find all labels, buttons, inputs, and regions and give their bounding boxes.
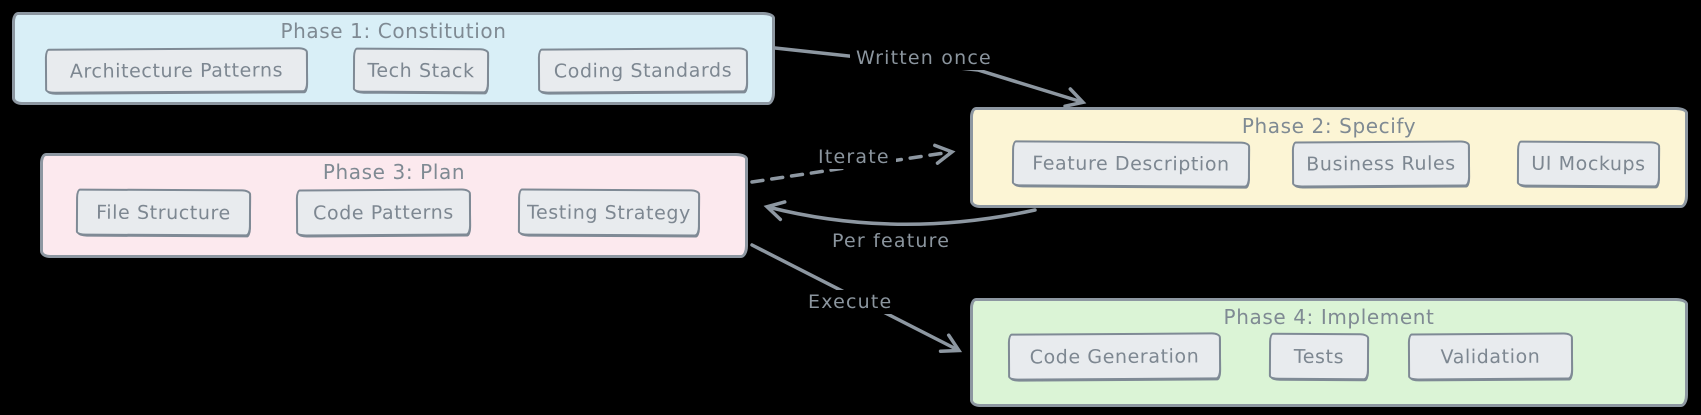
node-label: Feature Description bbox=[1032, 152, 1230, 176]
phase-3-title: Phase 3: Plan bbox=[322, 160, 466, 184]
node-validation[interactable]: Validation bbox=[1407, 332, 1574, 381]
node-tech-stack[interactable]: Tech Stack bbox=[352, 47, 490, 94]
node-label: Validation bbox=[1440, 345, 1541, 368]
node-code-generation[interactable]: Code Generation bbox=[1007, 332, 1222, 381]
node-code-patterns[interactable]: Code Patterns bbox=[295, 188, 472, 237]
node-file-structure[interactable]: File Structure bbox=[75, 188, 252, 237]
phase-3-plan-group[interactable]: Phase 3: Plan File Structure Code Patter… bbox=[40, 153, 748, 258]
phase-1-constitution-group[interactable]: Phase 1: Constitution Architecture Patte… bbox=[12, 12, 775, 105]
node-label: UI Mockups bbox=[1531, 152, 1646, 176]
node-coding-standards[interactable]: Coding Standards bbox=[537, 47, 749, 94]
node-architecture-patterns[interactable]: Architecture Patterns bbox=[44, 47, 309, 94]
node-label: Coding Standards bbox=[553, 58, 733, 83]
node-label: Business Rules bbox=[1306, 152, 1456, 176]
node-label: Code Patterns bbox=[313, 201, 454, 224]
node-label: Testing Strategy bbox=[527, 201, 691, 224]
phase-1-title: Phase 1: Constitution bbox=[280, 19, 507, 43]
phase-2-title: Phase 2: Specify bbox=[1241, 114, 1417, 138]
node-testing-strategy[interactable]: Testing Strategy bbox=[517, 188, 701, 237]
node-label: Tests bbox=[1293, 345, 1345, 368]
arrow-label-iterate: Iterate bbox=[812, 145, 896, 169]
node-business-rules[interactable]: Business Rules bbox=[1291, 140, 1471, 188]
node-feature-description[interactable]: Feature Description bbox=[1011, 140, 1251, 188]
arrow-written-once[interactable] bbox=[773, 46, 1087, 108]
node-label: Code Generation bbox=[1029, 344, 1200, 369]
phase-2-specify-group[interactable]: Phase 2: Specify Feature Description Bus… bbox=[970, 107, 1688, 208]
node-label: File Structure bbox=[96, 201, 231, 224]
arrow-per-feature[interactable] bbox=[763, 200, 1037, 227]
node-label: Tech Stack bbox=[367, 59, 475, 82]
phase-4-implement-group[interactable]: Phase 4: Implement Code Generation Tests… bbox=[970, 298, 1688, 407]
arrow-label-per-feature: Per feature bbox=[826, 229, 957, 253]
arrow-label-execute: Execute bbox=[802, 290, 899, 314]
node-ui-mockups[interactable]: UI Mockups bbox=[1516, 140, 1661, 188]
arrow-label-written-once: Written once bbox=[850, 46, 998, 70]
phase-4-title: Phase 4: Implement bbox=[1223, 305, 1435, 329]
node-tests[interactable]: Tests bbox=[1268, 332, 1370, 381]
node-label: Architecture Patterns bbox=[69, 58, 284, 83]
